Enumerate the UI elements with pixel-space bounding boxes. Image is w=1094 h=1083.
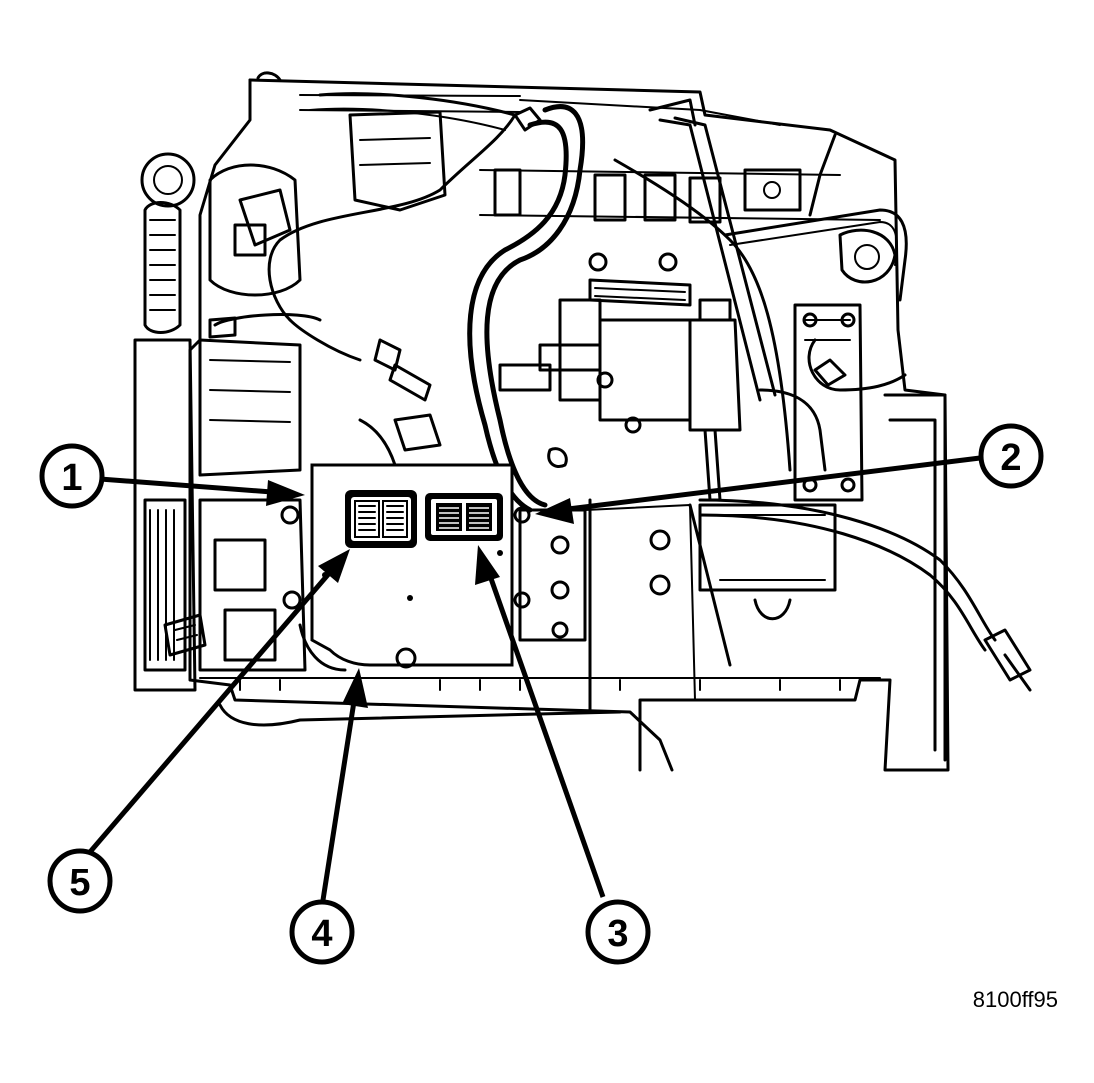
arrowhead-3 xyxy=(475,545,500,585)
callout-label-3: 3 xyxy=(607,913,628,955)
callout-1: 1 xyxy=(39,443,105,509)
callout-label-5: 5 xyxy=(69,862,90,904)
leader-lines xyxy=(88,455,981,901)
connector-right xyxy=(425,493,503,541)
engine-block xyxy=(133,71,950,772)
leader-arrow-3 xyxy=(485,569,606,898)
arrowhead-1 xyxy=(266,480,305,506)
callout-4: 4 xyxy=(289,899,355,965)
arrowhead-2 xyxy=(535,498,574,524)
callout-label-4: 4 xyxy=(311,913,332,955)
figure-id: 8100ff95 xyxy=(973,987,1058,1012)
callout-5: 5 xyxy=(47,848,113,914)
arrowhead-4 xyxy=(342,668,368,708)
callout-label-2: 2 xyxy=(1000,437,1021,479)
hoses-and-wiring xyxy=(208,92,1032,692)
callout-3: 3 xyxy=(585,899,651,965)
callout-2: 2 xyxy=(978,423,1044,489)
arrowhead-5 xyxy=(318,549,350,583)
leader-arrow-4 xyxy=(320,694,358,901)
connector-left xyxy=(345,490,417,548)
leader-arrow-2 xyxy=(559,455,981,513)
leader-arrow-1 xyxy=(99,476,286,496)
leader-arrow-5 xyxy=(88,568,334,854)
callout-label-1: 1 xyxy=(61,457,82,499)
